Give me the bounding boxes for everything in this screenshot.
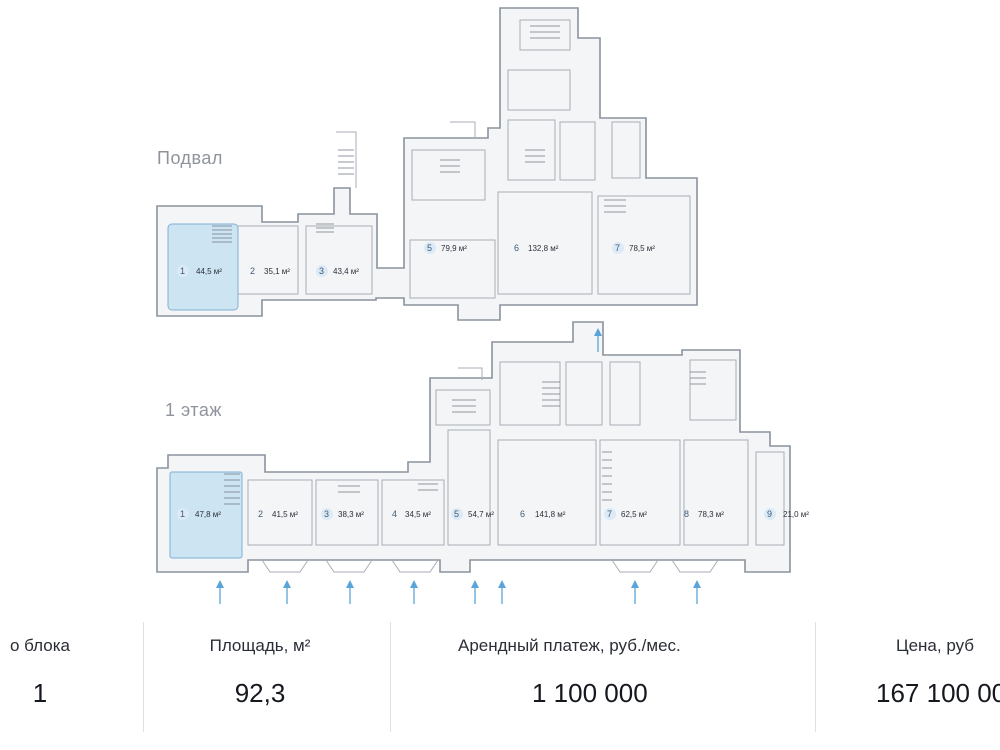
first-room-8-area: 78,3 м² bbox=[698, 510, 724, 519]
facade-bays bbox=[261, 559, 719, 573]
stat-area-value: 92,3 bbox=[234, 678, 286, 708]
entrance-arrows bbox=[216, 328, 701, 604]
first-floor-room-labels: 1 47,8 м² 2 41,5 м² 3 38,3 м² 4 34,5 м² … bbox=[177, 508, 809, 520]
basement-plan: 1 44,5 м² 2 35,1 м² 3 43,4 м² 5 79,9 м² … bbox=[156, 7, 698, 321]
floor-label-basement: Подвал bbox=[157, 148, 223, 168]
entrance-arrow-icon bbox=[631, 580, 639, 604]
stat-rent-value: 1 100 000 bbox=[532, 678, 648, 708]
first-room-8-num: 8 bbox=[684, 509, 689, 519]
entrance-arrow-icon bbox=[346, 580, 354, 604]
stat-rent: Арендный платеж, руб./мес. 1 100 000 bbox=[440, 622, 760, 732]
basement-room-3-area: 43,4 м² bbox=[333, 267, 359, 276]
basement-room-5-num: 5 bbox=[427, 243, 432, 253]
first-room-1-area: 47,8 м² bbox=[195, 510, 221, 519]
basement-outline bbox=[156, 7, 698, 321]
first-room-3-area: 38,3 м² bbox=[338, 510, 364, 519]
first-floor-outline bbox=[156, 321, 791, 573]
stat-divider bbox=[390, 622, 391, 732]
stat-price: Цена, руб 167 100 00 bbox=[860, 622, 1000, 732]
first-room-3-num: 3 bbox=[324, 509, 329, 519]
first-room-9-num: 9 bbox=[767, 509, 772, 519]
stat-price-label: Цена, руб bbox=[896, 636, 975, 655]
basement-room-6-area: 132,8 м² bbox=[528, 244, 559, 253]
entrance-arrow-icon bbox=[471, 580, 479, 604]
stat-block: о блока 1 bbox=[0, 622, 120, 732]
stats-bar: о блока 1 Площадь, м² 92,3 Арендный плат… bbox=[0, 622, 1000, 732]
first-room-6-num: 6 bbox=[520, 509, 525, 519]
entrance-arrow-icon bbox=[594, 328, 602, 352]
basement-room-1-num: 1 bbox=[180, 266, 185, 276]
basement-room-6-num: 6 bbox=[514, 243, 519, 253]
floor-plan: 1 44,5 м² 2 35,1 м² 3 43,4 м² 5 79,9 м² … bbox=[156, 7, 809, 604]
entrance-arrow-icon bbox=[283, 580, 291, 604]
first-room-7-num: 7 bbox=[607, 509, 612, 519]
stat-block-label: о блока bbox=[10, 636, 70, 655]
first-floor-plan: 1 47,8 м² 2 41,5 м² 3 38,3 м² 4 34,5 м² … bbox=[156, 321, 809, 604]
first-room-5-area: 54,7 м² bbox=[468, 510, 494, 519]
stat-area: Площадь, м² 92,3 bbox=[160, 622, 360, 732]
basement-room-7-num: 7 bbox=[615, 243, 620, 253]
first-room-2-num: 2 bbox=[258, 509, 263, 519]
basement-room-7-area: 78,5 м² bbox=[629, 244, 655, 253]
basement-room-1-area: 44,5 м² bbox=[196, 267, 222, 276]
first-floor-stairs bbox=[224, 371, 706, 505]
first-room-1-num: 1 bbox=[180, 509, 185, 519]
basement-room-1-highlight[interactable] bbox=[167, 223, 239, 311]
stat-divider bbox=[815, 622, 816, 732]
first-room-4-num: 4 bbox=[392, 509, 397, 519]
entrance-arrow-icon bbox=[693, 580, 701, 604]
entrance-arrow-icon bbox=[216, 580, 224, 604]
entrance-arrow-icon bbox=[410, 580, 418, 604]
first-room-5-num: 5 bbox=[454, 509, 459, 519]
first-room-9-area: 21,0 м² bbox=[783, 510, 809, 519]
first-room-7-area: 62,5 м² bbox=[621, 510, 647, 519]
first-room-4-area: 34,5 м² bbox=[405, 510, 431, 519]
stat-divider bbox=[143, 622, 144, 732]
stat-block-value: 1 bbox=[32, 678, 48, 708]
basement-room-5-area: 79,9 м² bbox=[441, 244, 467, 253]
basement-stairs bbox=[212, 25, 626, 243]
entrance-arrow-icon bbox=[498, 580, 506, 604]
stat-rent-label: Арендный платеж, руб./мес. bbox=[458, 636, 681, 655]
basement-room-2-num: 2 bbox=[250, 266, 255, 276]
floor-label-first: 1 этаж bbox=[165, 400, 222, 420]
first-room-6-area: 141,8 м² bbox=[535, 510, 566, 519]
basement-room-3-num: 3 bbox=[319, 266, 324, 276]
first-room-1-highlight[interactable] bbox=[169, 471, 243, 559]
first-room-2-area: 41,5 м² bbox=[272, 510, 298, 519]
stat-area-label: Площадь, м² bbox=[209, 636, 311, 655]
basement-room-2-area: 35,1 м² bbox=[264, 267, 290, 276]
basement-room-labels: 1 44,5 м² 2 35,1 м² 3 43,4 м² 5 79,9 м² … bbox=[177, 242, 655, 277]
stat-price-value: 167 100 00 bbox=[876, 678, 1000, 708]
